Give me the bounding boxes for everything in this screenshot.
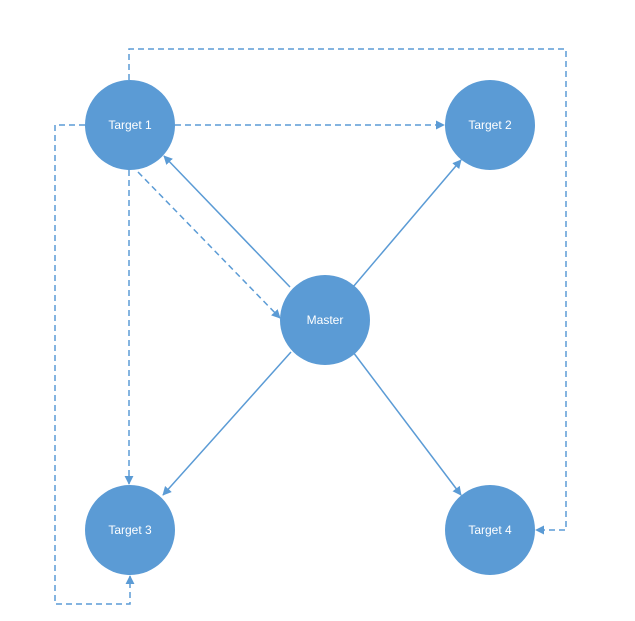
edge-target1-to-master — [137, 171, 281, 319]
node-master-label: Master — [307, 313, 344, 327]
edge-target1-to-target4-loop — [128, 48, 567, 535]
node-target3[interactable]: Target 3 — [85, 485, 175, 575]
edge-master-to-target4 — [352, 351, 462, 496]
edge-target1-to-target3-loop — [54, 124, 135, 605]
node-target3-label: Target 3 — [108, 523, 152, 537]
node-target3-circle — [85, 485, 175, 575]
node-target2-label: Target 2 — [468, 118, 512, 132]
edge-master-to-target2 — [352, 159, 462, 288]
node-target1[interactable]: Target 1 — [85, 80, 175, 170]
node-target4-label: Target 4 — [468, 523, 512, 537]
node-target2[interactable]: Target 2 — [445, 80, 535, 170]
node-master[interactable]: Master — [280, 275, 370, 365]
edge-master-to-target1 — [163, 155, 291, 288]
edge-master-to-target3 — [162, 351, 292, 496]
edges-layer — [54, 48, 567, 605]
node-target1-circle — [85, 80, 175, 170]
node-target2-circle — [445, 80, 535, 170]
node-target1-label: Target 1 — [108, 118, 152, 132]
node-master-circle — [280, 275, 370, 365]
node-target4[interactable]: Target 4 — [445, 485, 535, 575]
node-target4-circle — [445, 485, 535, 575]
